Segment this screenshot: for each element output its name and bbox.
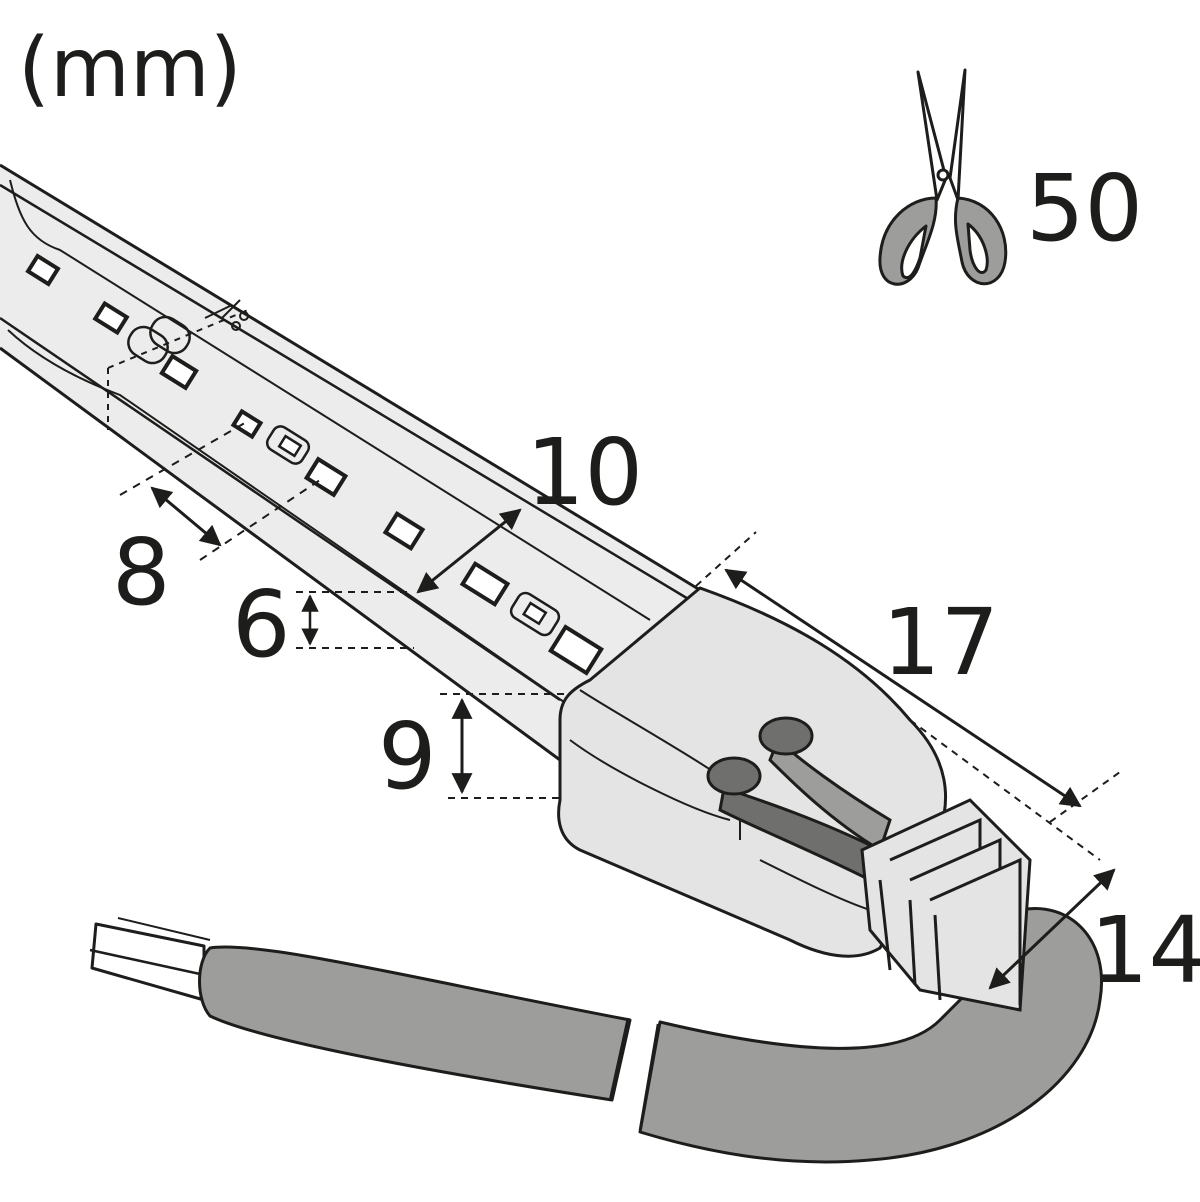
strip-height-label: 6: [232, 571, 291, 678]
dimension-10: 10: [416, 419, 643, 594]
led-chip: [548, 624, 604, 676]
dimension-9: 9: [378, 693, 572, 810]
led-chip: [303, 456, 349, 498]
dimension-8: 8: [112, 486, 222, 626]
led-chip: [159, 353, 199, 391]
scissors-icon: [878, 68, 1008, 286]
cut-mark-icon: [107, 299, 249, 430]
cable-diameter-label: 14: [1090, 897, 1200, 1004]
cap-length-label: 17: [882, 589, 999, 696]
led-chip: [25, 253, 61, 287]
resistors: [127, 315, 561, 637]
power-cable: [89, 907, 1103, 1164]
dimension-17: 17: [695, 531, 1121, 861]
segment-spacing-label: 8: [112, 519, 171, 626]
segment-lines: [119, 419, 321, 561]
cut-interval-label: 50: [1026, 155, 1143, 262]
unit-label: (mm): [18, 21, 242, 116]
dimension-14: 14: [988, 868, 1200, 1004]
cap-height-label: 9: [378, 703, 437, 810]
dimension-6: 6: [232, 571, 414, 678]
strip-width-label: 10: [526, 419, 643, 526]
led-chip: [230, 408, 264, 440]
led-chip: [92, 300, 130, 336]
